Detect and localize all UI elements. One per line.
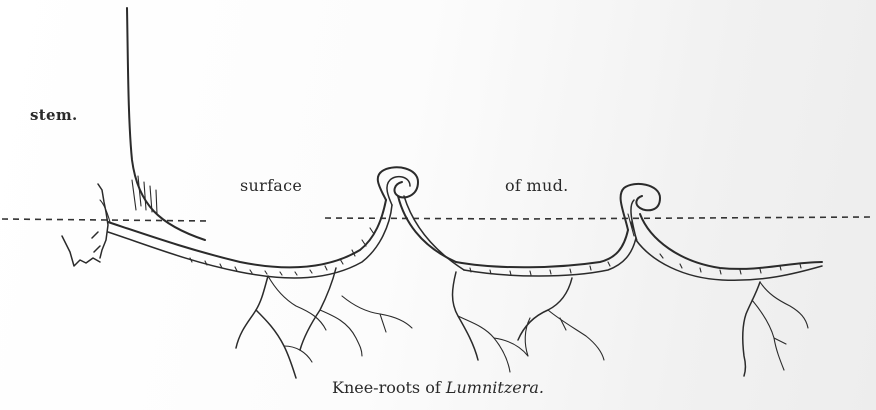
label-surface: surface [240,176,302,195]
rootlets-2 [453,272,605,372]
label-of-mud: of mud. [505,176,569,195]
stem-drawing [100,8,205,240]
rootlets-1 [236,268,412,378]
figure-caption: Knee-roots of Lumnitzera. [0,378,876,397]
root-segment-2 [456,230,636,276]
label-stem: stem. [30,106,78,124]
mud-surface-line [2,217,870,221]
caption-prefix: Knee-roots of [332,378,441,397]
broken-root-stub [62,184,108,266]
rootlets-3 [743,282,808,376]
knee-root-2 [621,184,822,280]
root-segment-1 [108,200,392,278]
caption-genus: Lumnitzera. [446,378,544,397]
